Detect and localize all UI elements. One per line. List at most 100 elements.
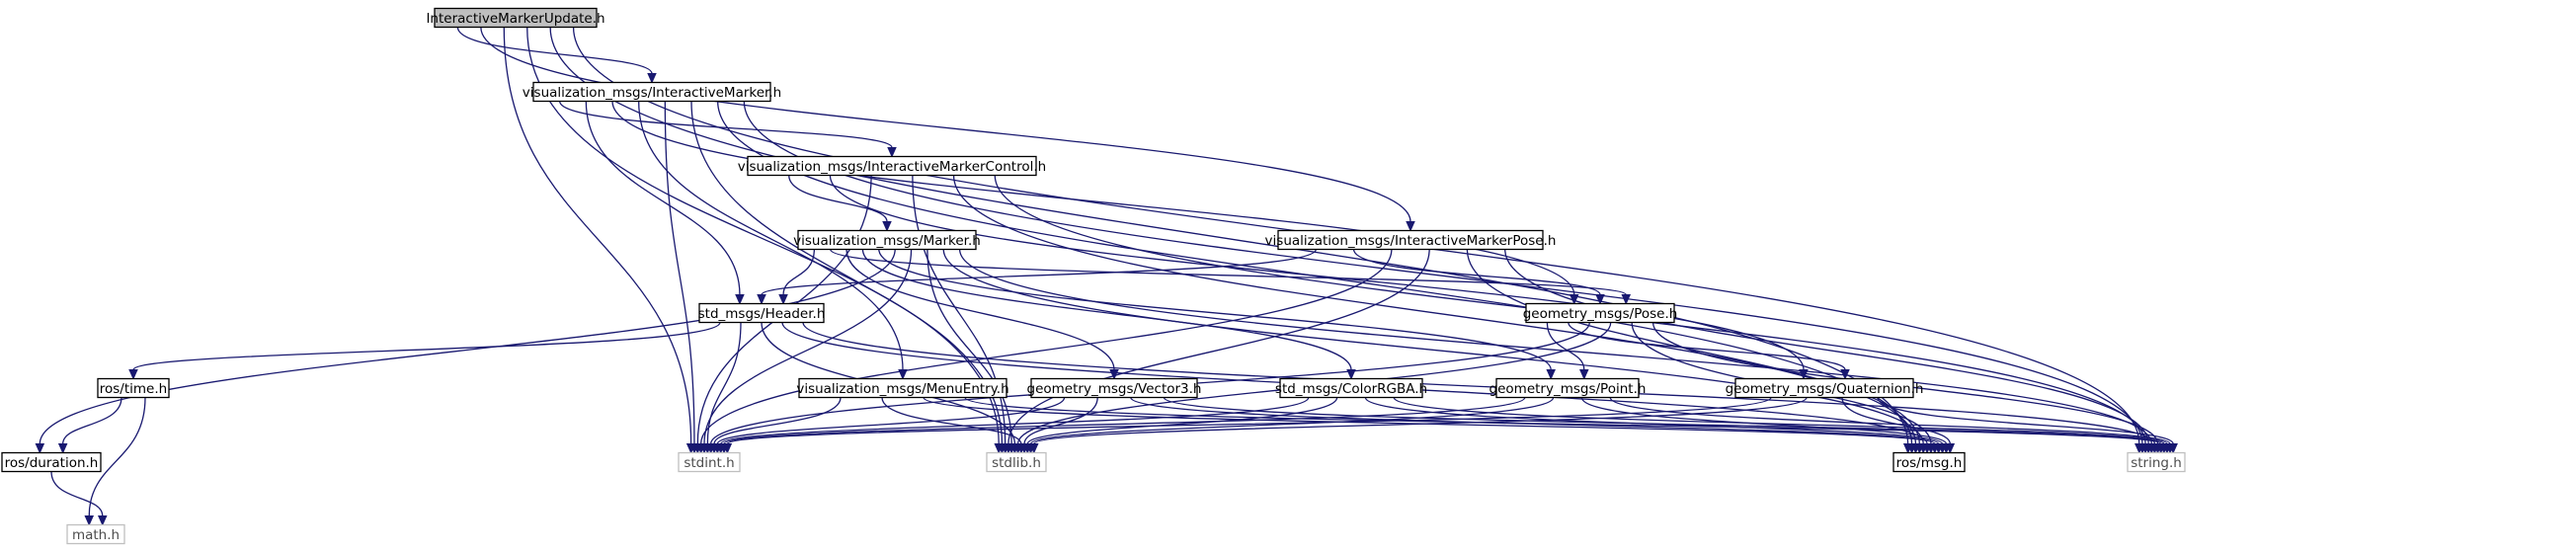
- edge-marker-to-vec3: [845, 249, 1115, 370]
- node-label-math: math.h: [72, 527, 120, 543]
- node-label-stdlib: stdlib.h: [992, 455, 1041, 471]
- edge-marker-to-stdint: [703, 249, 913, 444]
- node-label-impose: visualization_msgs/InteractiveMarkerPose…: [1265, 233, 1557, 249]
- edge-rostime-to-math: [88, 397, 146, 516]
- node-box-imc: [747, 155, 1037, 177]
- edge-arrowhead-quat-to-stdint: [722, 443, 733, 454]
- node-label-rostime: ros/time.h: [100, 381, 167, 397]
- edge-marker-to-stdlib: [926, 249, 1012, 444]
- node-stdint: stdint.h: [678, 451, 741, 473]
- edge-arrowhead-marker-to-point: [1546, 369, 1556, 380]
- node-label-quat: geometry_msgs/Quaternion.h: [1726, 381, 1924, 397]
- edge-impose-to-header: [761, 248, 1317, 296]
- edge-impose-to-string: [1504, 249, 2149, 444]
- node-pose[interactable]: geometry_msgs/Pose.h: [1523, 302, 1678, 324]
- edge-vec3-to-stdint: [716, 397, 1066, 445]
- edge-header-to-stdint: [706, 322, 742, 444]
- node-header[interactable]: std_msgs/Header.h: [698, 302, 826, 324]
- node-box-math: [66, 523, 125, 545]
- node-label-string: string.h: [2131, 455, 2182, 471]
- node-vec3[interactable]: geometry_msgs/Vector3.h: [1027, 377, 1202, 399]
- node-label-rosmsg: ros/msg.h: [1896, 455, 1963, 471]
- node-label-menu: visualization_msgs/MenuEntry.h: [796, 381, 1008, 397]
- edge-quat-to-rosmsg: [1841, 397, 1951, 444]
- node-box-stdint: [678, 451, 741, 473]
- edge-im-to-menu: [638, 101, 904, 370]
- node-quat[interactable]: geometry_msgs/Quaternion.h: [1726, 377, 1924, 399]
- edge-vec3-to-stdlib: [1023, 397, 1098, 444]
- edge-arrowhead-quat-to-rosmsg: [1945, 443, 1956, 454]
- edge-menu-to-stdint: [713, 397, 842, 444]
- edge-marker-to-pose: [830, 248, 1627, 296]
- edge-pose-to-point: [1546, 322, 1585, 370]
- node-imc[interactable]: visualization_msgs/InteractiveMarkerCont…: [738, 155, 1046, 177]
- node-menu[interactable]: visualization_msgs/MenuEntry.h: [796, 377, 1009, 399]
- node-label-imc: visualization_msgs/InteractiveMarkerCont…: [738, 159, 1046, 175]
- edge-arrowhead-rostime-to-dur: [57, 443, 68, 454]
- node-box-vec3: [1030, 377, 1198, 399]
- edge-header-to-string: [802, 322, 2156, 444]
- edge-marker-to-dur: [39, 249, 896, 444]
- edge-header-to-rostime: [132, 321, 721, 371]
- edge-color-to-string: [1393, 396, 2168, 445]
- edge-root-to-stdlib: [526, 27, 1000, 444]
- edge-root-to-im: [456, 27, 653, 74]
- edge-quat-to-string: [1877, 397, 2174, 445]
- node-rostime[interactable]: ros/time.h: [97, 377, 170, 399]
- node-box-quat: [1734, 377, 1914, 399]
- node-point[interactable]: geometry_msgs/Point.h: [1489, 377, 1647, 399]
- edge-arrowhead-dur-to-math: [97, 515, 108, 526]
- node-box-rostime: [97, 377, 170, 399]
- node-box-header: [698, 302, 825, 324]
- edge-arrowhead-pose-to-point: [1579, 369, 1589, 380]
- nodes-layer: InteractiveMarkerUpdate.h visualization_m…: [1, 7, 2186, 545]
- node-string: string.h: [2127, 451, 2186, 473]
- node-label-root: InteractiveMarkerUpdate.h: [426, 11, 604, 27]
- node-label-point: geometry_msgs/Point.h: [1489, 381, 1647, 397]
- node-label-color: std_msgs/ColorRGBA.h: [1275, 381, 1427, 397]
- edge-rostime-to-dur: [62, 397, 122, 444]
- edge-marker-to-header: [782, 249, 816, 295]
- edge-im-to-header: [585, 101, 741, 295]
- node-root[interactable]: InteractiveMarkerUpdate.h: [426, 7, 605, 29]
- edge-impose-to-stdlib: [1007, 249, 1430, 444]
- edge-arrowhead-imc-to-marker: [882, 221, 892, 232]
- edge-arrowhead-root-to-impose: [1406, 221, 1415, 232]
- edge-imc-to-stdlib: [912, 175, 1006, 444]
- node-label-im: visualization_msgs/InteractiveMarker.h: [523, 85, 781, 101]
- edge-arrowhead-im-to-imc: [887, 147, 897, 158]
- edge-im-to-imc: [559, 101, 893, 149]
- node-label-pose: geometry_msgs/Pose.h: [1523, 306, 1678, 322]
- node-rosmsg[interactable]: ros/msg.h: [1892, 451, 1966, 473]
- node-impose[interactable]: visualization_msgs/InteractiveMarkerPose…: [1265, 229, 1557, 251]
- edge-color-to-stdint: [720, 396, 1310, 445]
- edge-marker-to-string: [958, 249, 2152, 444]
- node-color[interactable]: std_msgs/ColorRGBA.h: [1275, 377, 1427, 399]
- edge-menu-to-string: [964, 396, 2162, 445]
- node-dur[interactable]: ros/duration.h: [1, 451, 102, 473]
- edge-color-to-stdlib: [1026, 397, 1338, 445]
- node-label-dur: ros/duration.h: [5, 455, 99, 471]
- node-box-point: [1495, 377, 1640, 399]
- edge-color-to-rosmsg: [1364, 396, 1944, 445]
- node-marker[interactable]: visualization_msgs/Marker.h: [793, 229, 981, 251]
- edge-impose-to-rosmsg: [1466, 249, 1920, 444]
- node-label-header: std_msgs/Header.h: [698, 306, 826, 322]
- node-label-vec3: geometry_msgs/Vector3.h: [1027, 381, 1202, 397]
- node-im[interactable]: visualization_msgs/InteractiveMarker.h: [523, 81, 781, 103]
- edge-arrowhead-header-to-rostime: [128, 369, 138, 380]
- edge-arrowhead-impose-to-pose: [1595, 294, 1605, 305]
- edge-imc-to-marker: [788, 175, 888, 222]
- edge-arrowhead-marker-to-pose: [1621, 294, 1632, 305]
- edge-arrowhead-quat-to-string: [2168, 443, 2178, 454]
- edge-arrowhead-root-to-im: [647, 73, 657, 84]
- node-math: math.h: [66, 523, 125, 545]
- edges-layer: [35, 27, 2178, 526]
- node-box-marker: [797, 229, 977, 251]
- edge-vec3-to-rosmsg: [1130, 396, 1940, 445]
- node-box-stdlib: [986, 451, 1047, 473]
- edge-arrowhead-marker-to-header: [778, 294, 788, 305]
- edge-marker-to-point: [878, 249, 1552, 370]
- node-box-root: [434, 7, 598, 29]
